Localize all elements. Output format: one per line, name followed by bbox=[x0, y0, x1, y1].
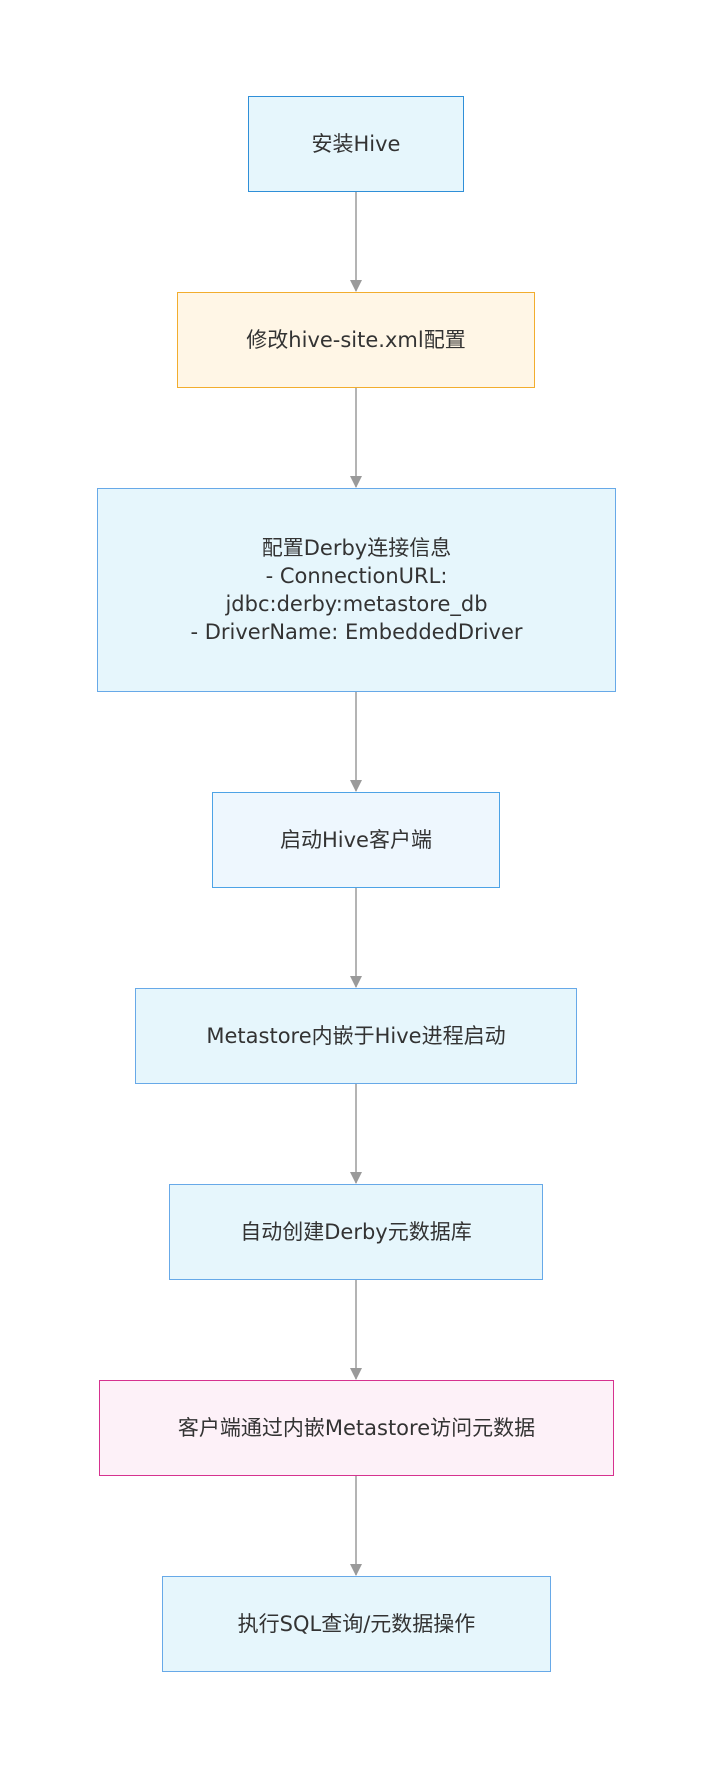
node-label-line: 客户端通过内嵌Metastore访问元数据 bbox=[177, 1416, 536, 1440]
node-label-line: 修改hive-site.xml配置 bbox=[246, 328, 466, 352]
node-label-line: 启动Hive客户端 bbox=[280, 828, 432, 852]
node-label-line: - DriverName: EmbeddedDriver bbox=[190, 620, 523, 644]
node-label: 启动Hive客户端 bbox=[280, 826, 432, 854]
node-label: 客户端通过内嵌Metastore访问元数据 bbox=[178, 1414, 535, 1442]
node-label-line: 自动创建Derby元数据库 bbox=[240, 1220, 472, 1244]
node-label-line: 配置Derby连接信息 bbox=[261, 536, 452, 560]
node-label: 安装Hive bbox=[312, 130, 401, 158]
node-label: 配置Derby连接信息 - ConnectionURL: jdbc:derby:me… bbox=[190, 534, 522, 646]
node-embedded-metastore: Metastore内嵌于Hive进程启动 bbox=[135, 988, 577, 1084]
node-access-meta: 客户端通过内嵌Metastore访问元数据 bbox=[99, 1380, 614, 1476]
node-label-line: - ConnectionURL: bbox=[265, 564, 448, 588]
node-label-line: jdbc:derby:metastore_db bbox=[225, 592, 488, 616]
node-create-db: 自动创建Derby元数据库 bbox=[169, 1184, 543, 1280]
node-label-line: Metastore内嵌于Hive进程启动 bbox=[206, 1024, 506, 1048]
node-label: Metastore内嵌于Hive进程启动 bbox=[206, 1022, 505, 1050]
node-start-client: 启动Hive客户端 bbox=[212, 792, 500, 888]
node-edit-config: 修改hive-site.xml配置 bbox=[177, 292, 535, 388]
node-label-line: 执行SQL查询/元数据操作 bbox=[237, 1612, 476, 1636]
node-derby-conn: 配置Derby连接信息 - ConnectionURL: jdbc:derby:me… bbox=[97, 488, 616, 692]
node-label: 自动创建Derby元数据库 bbox=[240, 1218, 471, 1246]
node-run-sql: 执行SQL查询/元数据操作 bbox=[162, 1576, 551, 1672]
node-label: 执行SQL查询/元数据操作 bbox=[238, 1610, 476, 1638]
node-install: 安装Hive bbox=[248, 96, 464, 192]
node-label-line: 安装Hive bbox=[311, 132, 401, 156]
node-label: 修改hive-site.xml配置 bbox=[246, 326, 465, 354]
